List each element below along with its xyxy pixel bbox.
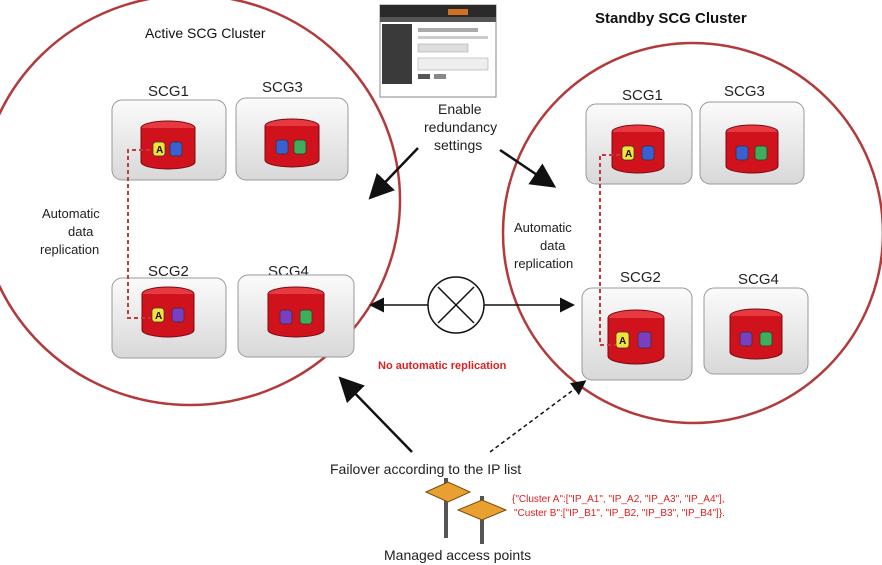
data-chip — [641, 145, 655, 161]
data-chip — [739, 331, 753, 347]
standby-node-scg1: SCG1 A — [585, 87, 693, 185]
router-icon — [427, 276, 485, 334]
active-node-scg4: SCG4 — [237, 263, 355, 358]
managed-ap-label: Managed access points — [384, 547, 531, 563]
settings-screenshot — [379, 4, 497, 98]
svg-text:settings: settings — [434, 137, 482, 153]
svg-text:data: data — [540, 238, 566, 253]
node-label: SCG2 — [148, 263, 189, 280]
svg-text:replication: replication — [514, 256, 573, 271]
chip-letter: A — [625, 149, 632, 160]
no-replication-label: No automatic replication — [378, 360, 507, 372]
data-chip — [754, 145, 768, 161]
chip-letter: A — [155, 311, 162, 322]
node-label: SCG3 — [724, 83, 765, 100]
chip-letter: A — [156, 145, 163, 156]
standby-node-scg2: SCG2 A — [581, 269, 693, 381]
svg-text:replication: replication — [40, 242, 99, 257]
standby-node-scg3: SCG3 — [699, 83, 805, 185]
data-chip-a — [615, 331, 630, 349]
active-node-scg1: SCG1 A — [111, 83, 227, 181]
svg-text:redundancy: redundancy — [424, 119, 497, 135]
standby-cluster-ring — [501, 41, 882, 425]
node-label: SCG2 — [620, 269, 661, 286]
svg-text:Automatic: Automatic — [42, 206, 100, 221]
active-cluster-ring — [0, 0, 402, 407]
active-replication-line — [127, 149, 150, 319]
redundancy-settings-label: Enable redundancy settings — [424, 101, 497, 153]
active-node-scg3: SCG3 — [235, 79, 349, 181]
data-chip — [759, 331, 773, 347]
failover-arrow-standby — [489, 380, 587, 453]
data-chip — [275, 139, 289, 155]
data-chip — [293, 139, 307, 155]
svg-text:Enable: Enable — [438, 101, 482, 117]
data-chip — [279, 309, 293, 325]
data-chip-a — [152, 141, 166, 157]
data-chip — [171, 307, 185, 323]
standby-replication-label: Automatic data replication — [514, 220, 573, 271]
data-chip-a — [621, 145, 635, 161]
data-chip — [299, 309, 313, 325]
active-cluster-title: Active SCG Cluster — [145, 25, 266, 41]
active-replication-label: Automatic data replication — [40, 206, 100, 257]
data-chip-b — [169, 141, 183, 157]
data-chip — [637, 331, 652, 349]
node-label: SCG1 — [622, 87, 663, 104]
access-point-icon — [424, 478, 508, 544]
standby-cluster-title: Standby SCG Cluster — [595, 10, 747, 27]
svg-text:data: data — [68, 224, 94, 239]
standby-replication-line — [599, 154, 620, 346]
svg-text:"Custer B":["IP_B1", "IP_B2, ": "Custer B":["IP_B1", "IP_B2, "IP_B3", "I… — [514, 508, 725, 519]
data-chip — [735, 145, 749, 161]
standby-node-scg4: SCG4 — [703, 271, 809, 375]
settings-arrow-right — [499, 148, 557, 188]
data-chip-a — [151, 307, 165, 323]
node-label: SCG1 — [148, 83, 189, 100]
chip-letter: A — [619, 336, 626, 347]
settings-arrow-left — [368, 147, 419, 200]
node-label: SCG4 — [738, 271, 779, 288]
ip-list: {"Cluster A":["IP_A1", "IP_A2, "IP_A3", … — [512, 494, 725, 519]
failover-label: Failover according to the IP list — [330, 461, 521, 477]
active-node-scg2: SCG2 A — [111, 263, 227, 359]
node-label: SCG3 — [262, 79, 303, 96]
failover-arrow-active — [338, 376, 413, 453]
svg-text:Automatic: Automatic — [514, 220, 572, 235]
svg-text:{"Cluster A":["IP_A1", "IP_A2,: {"Cluster A":["IP_A1", "IP_A2, "IP_A3", … — [512, 494, 725, 505]
